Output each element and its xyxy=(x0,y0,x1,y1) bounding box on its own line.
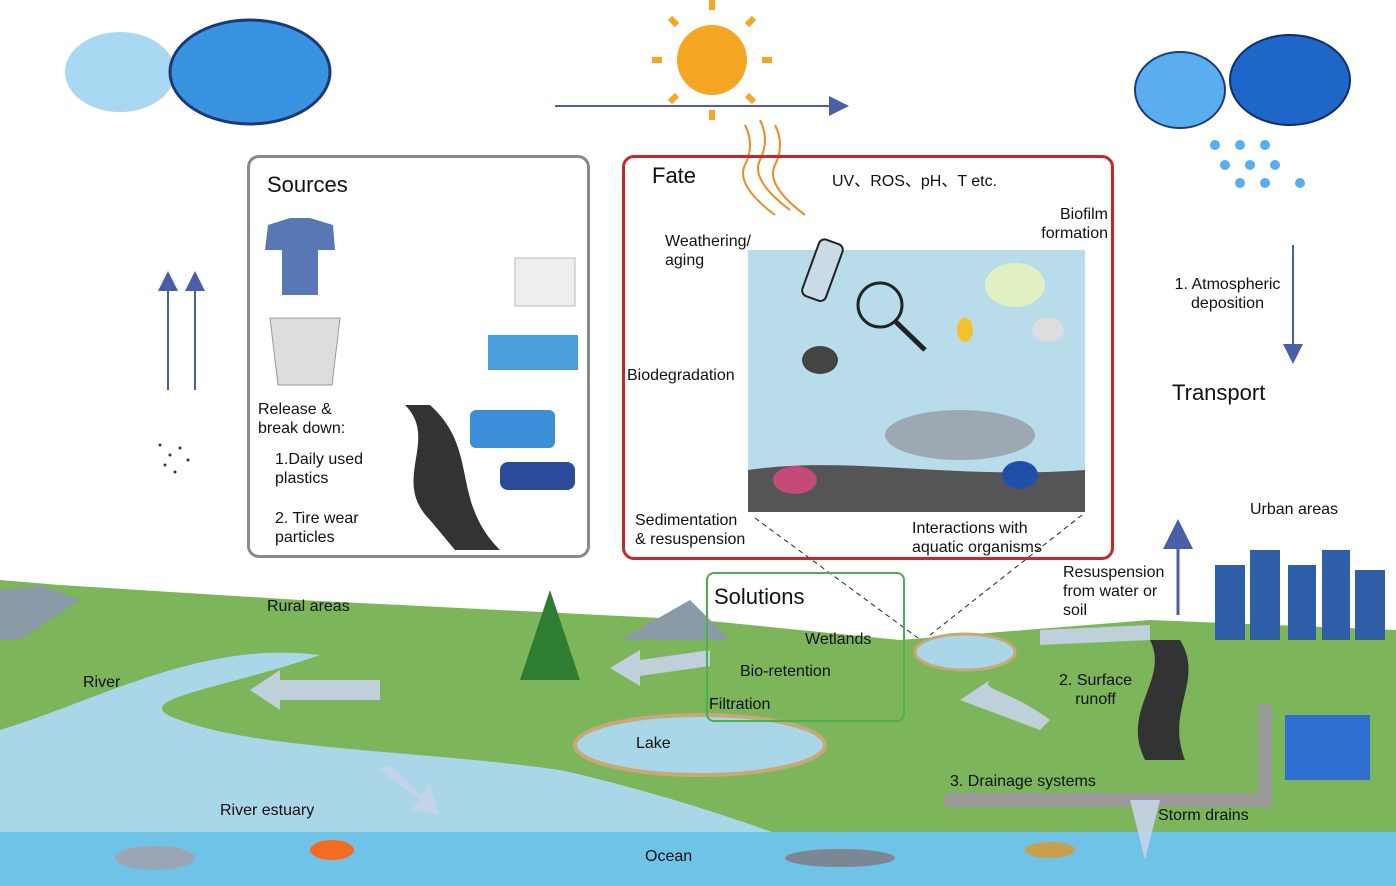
tshirt-icon xyxy=(265,218,335,295)
estuary-label: River estuary xyxy=(220,802,315,819)
cloud-icon-left xyxy=(65,18,332,126)
biofilm-label: Biofilm formation xyxy=(1041,206,1108,242)
solutions-panel xyxy=(706,572,905,722)
biofilm-icon xyxy=(985,263,1045,307)
ocean-label: Ocean xyxy=(645,848,693,865)
magnifier-icon xyxy=(856,281,904,329)
interactions-label: Interactions with aquatic organisms xyxy=(912,520,1042,556)
road-icon xyxy=(1137,640,1189,760)
release-label: Release & break down: xyxy=(258,401,346,437)
sources-panel xyxy=(247,155,590,558)
filtration-label: Filtration xyxy=(709,696,771,713)
bottle-icon xyxy=(801,238,844,302)
microplastic-particles-icon xyxy=(158,443,190,474)
daily-plastics-label: 1.Daily used plastics xyxy=(275,451,364,487)
fate-panel xyxy=(622,155,1114,560)
basin-icon xyxy=(488,335,578,370)
uv-rays-icon xyxy=(742,119,806,216)
fish-icon xyxy=(885,410,1035,460)
ocean xyxy=(0,832,1396,886)
transport-title: Transport xyxy=(1172,380,1266,405)
bioretention-label: Bio-retention xyxy=(740,663,831,680)
road-icon-sources xyxy=(405,405,500,550)
weathering-label: Weathering/ aging xyxy=(665,233,751,269)
storm-drains-label: Storm drains xyxy=(1158,807,1249,824)
city-icon xyxy=(1215,550,1385,640)
sun-icon xyxy=(652,0,772,120)
wetlands-label: Wetlands xyxy=(805,631,872,648)
van-icon xyxy=(470,410,555,448)
storm-drain-pipe xyxy=(945,705,1272,807)
drainage-label: 3. Drainage systems xyxy=(950,773,1096,790)
resuspension-label: Resuspension from water or soil xyxy=(1063,564,1165,619)
fate-title: Fate xyxy=(652,163,697,188)
surface-runoff-label: 2. Surface runoff xyxy=(1059,672,1132,708)
tree-icon xyxy=(520,590,580,680)
urban-areas-label: Urban areas xyxy=(1250,501,1339,518)
fate-factors: UV、ROS、pH、T etc. xyxy=(832,173,998,190)
tire-wear-label: 2. Tire wear particles xyxy=(275,510,359,546)
river xyxy=(0,652,780,835)
bucket-icon xyxy=(269,317,341,386)
sedimentation-label: Sedimentation & resuspension xyxy=(635,512,746,548)
rain-cloud-icon xyxy=(1134,34,1351,188)
sources-title: Sources xyxy=(267,172,348,197)
car-icon xyxy=(500,462,575,490)
atmospheric-deposition-label: 1. Atmospheric deposition xyxy=(1174,276,1281,312)
rural-areas-label: Rural areas xyxy=(267,598,350,615)
biodegradation-label: Biodegradation xyxy=(627,367,735,384)
lake-label: Lake xyxy=(636,735,671,752)
school-icon xyxy=(1285,715,1370,780)
solutions-title: Solutions xyxy=(714,584,805,609)
lake xyxy=(573,713,827,777)
foam-box-icon xyxy=(514,257,576,307)
river-label: River xyxy=(83,674,121,691)
